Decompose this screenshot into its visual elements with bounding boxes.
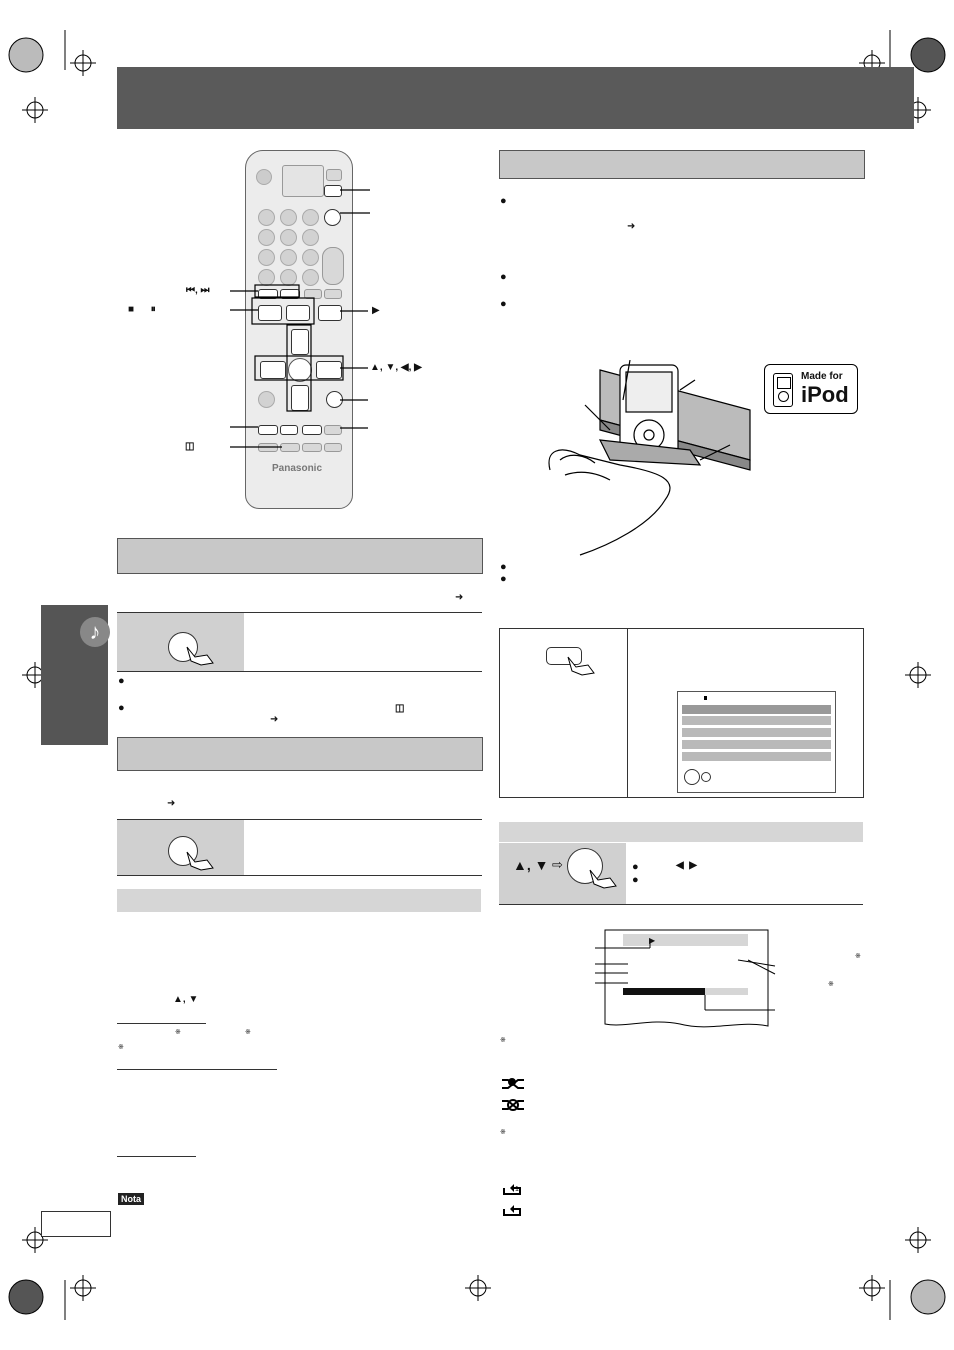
hand-press-icon-2: [186, 851, 214, 871]
hand-press-icon-4: [589, 869, 617, 889]
bullet-r4: ●: [500, 561, 507, 573]
section-heading-2: [117, 737, 483, 771]
stop-button[interactable]: [258, 305, 282, 321]
menu-row-1: [682, 705, 831, 714]
volume-rocker[interactable]: [322, 247, 344, 285]
pause-button[interactable]: [286, 305, 310, 321]
nav-up-button[interactable]: [291, 329, 309, 355]
bullet-r3: ●: [500, 298, 507, 310]
remote-bottom-right-button[interactable]: [302, 425, 322, 435]
shuffle-songs-icon: [502, 1078, 524, 1089]
footnote-mark-r2: ※: [828, 981, 834, 988]
label-play: ▶: [372, 305, 380, 316]
shuffle-albums-icon: [502, 1099, 524, 1111]
label-dolby: ◫: [185, 441, 195, 452]
updown-keys: ▲, ▼: [173, 994, 199, 1005]
footnote-mark-r4: ※: [500, 1129, 506, 1136]
hand-press-icon: [186, 646, 214, 666]
label-stop-pause: ■ ⏸: [128, 304, 156, 315]
bullet-2: ●: [118, 702, 125, 714]
repeat-one-icon: 1: [503, 1184, 521, 1195]
subsection-heading-right: [499, 822, 863, 842]
footnote-mark-r1: ※: [855, 953, 861, 960]
power-button[interactable]: [256, 169, 272, 185]
made-for-ipod-badge: Made for iPod: [764, 364, 858, 414]
repeat-all-icon: [503, 1205, 521, 1216]
dolby-button[interactable]: [280, 425, 298, 435]
bullet-r2: ●: [500, 271, 507, 283]
footnote-mark-l2: ※: [245, 1029, 251, 1036]
made-for-text: Made for: [801, 371, 843, 382]
section-heading-1: [117, 538, 483, 574]
return-mini-icon: [701, 772, 711, 782]
bullet-1: ●: [118, 675, 125, 687]
bullet-r7: ●: [632, 874, 639, 886]
play-indicator: ▶: [649, 936, 656, 945]
footnote-mark-l1: ※: [175, 1029, 181, 1036]
ipod-text: iPod: [801, 382, 849, 407]
step-box-nav: [499, 843, 626, 904]
bullet-r1: ●: [500, 195, 507, 207]
section-heading-right: [499, 150, 865, 179]
arrow-ref-2: ➜: [270, 714, 279, 725]
page-number-box: [41, 1211, 111, 1237]
lr-keys: ◀ ▶: [676, 860, 697, 871]
nav-wheel-icon: [684, 769, 700, 785]
remote-bottom-left-button[interactable]: [258, 425, 278, 435]
ipod-menu-screen: [677, 691, 836, 793]
nota-badge: Nota: [118, 1193, 144, 1205]
svg-text:1: 1: [515, 1186, 519, 1193]
nav-keys-label: ▲, ▼: [513, 857, 549, 873]
music-note-icon: ♪: [80, 617, 110, 647]
nav-left-button[interactable]: [260, 361, 286, 379]
play-button[interactable]: [318, 305, 342, 321]
remote-brand: Panasonic: [272, 463, 323, 474]
arrow-ref-3: ➜: [167, 798, 176, 809]
menu-row-4: [682, 740, 831, 749]
menu-row-3: [682, 728, 831, 737]
label-skip: ⏮, ⏭: [186, 285, 210, 296]
remote-control: Panasonic: [245, 150, 353, 509]
ipod-glyph-icon: [773, 373, 793, 407]
label-arrows: ▲, ▼, ◀, ▶: [370, 362, 422, 373]
remote-callouts: [230, 189, 370, 448]
bullet-r5: ●: [500, 573, 507, 585]
footnote-mark-r3: ※: [500, 1037, 506, 1044]
page-header-bar: [117, 67, 914, 129]
arrow-right-icon: ⇨: [552, 857, 563, 872]
ipod-dock-illustration: [548, 360, 751, 556]
footnote-mark-l3: ※: [118, 1044, 124, 1051]
bullet-r6: ●: [632, 861, 639, 873]
remote-top-right-button[interactable]: [324, 185, 342, 197]
ok-button-icon: [567, 848, 603, 884]
arrow-ref-1: ➜: [455, 592, 464, 603]
now-playing-screen: [595, 929, 776, 1028]
remote-round-button[interactable]: [324, 209, 341, 226]
nav-right-button[interactable]: [316, 361, 342, 379]
subsection-heading-1: [117, 889, 481, 912]
arrow-ref-r: ➜: [627, 221, 636, 232]
menu-row-5: [682, 752, 831, 761]
hand-press-icon-3: [567, 656, 595, 676]
step-box-ipod-menu: [499, 628, 864, 798]
dolby-icon-small: ◫: [395, 703, 405, 714]
menu-button-icon: [546, 647, 582, 665]
menu-row-2: [682, 716, 831, 725]
